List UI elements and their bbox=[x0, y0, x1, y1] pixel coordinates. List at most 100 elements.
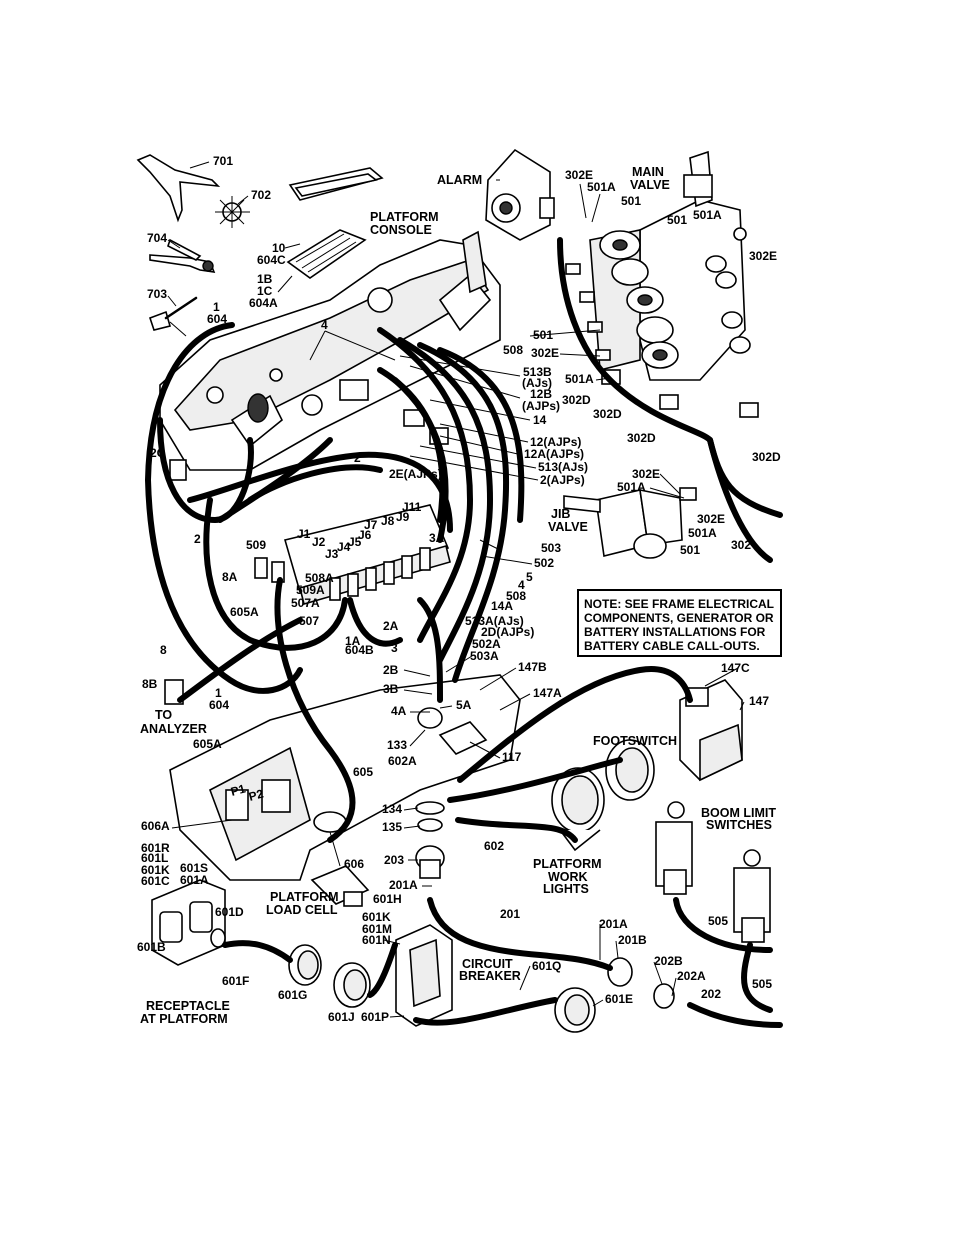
label-507: 507 bbox=[299, 614, 319, 628]
label-147a: 147A bbox=[533, 686, 562, 700]
callout-labels: 701 702 704 703 10 604C 1B 1C 604A 1 604… bbox=[137, 154, 781, 1026]
label-134: 134 bbox=[382, 802, 402, 816]
label-to-analyzer-1: TO bbox=[155, 708, 172, 722]
label-508: 508 bbox=[503, 343, 523, 357]
label-147c: 147C bbox=[721, 661, 750, 675]
label-j2: J2 bbox=[312, 535, 326, 549]
label-j8: J8 bbox=[381, 514, 395, 528]
label-8: 8 bbox=[160, 643, 167, 657]
label-601a: 601A bbox=[180, 873, 209, 887]
pin-tool-703 bbox=[148, 296, 198, 337]
boom-limit-switch-1 bbox=[655, 801, 693, 895]
label-501-a: 501 bbox=[621, 194, 641, 208]
label-2-ajps: 2(AJPs) bbox=[540, 473, 585, 487]
label-605a-b: 605A bbox=[193, 737, 222, 751]
ring-134 bbox=[415, 801, 445, 815]
label-601e: 601E bbox=[605, 992, 633, 1006]
label-601p: 601P bbox=[361, 1010, 389, 1024]
label-2-left: 2 bbox=[194, 532, 201, 546]
label-1b: 1B bbox=[257, 272, 273, 286]
label-4-top: 4 bbox=[321, 318, 328, 332]
label-12a-ajps: 12A(AJPs) bbox=[524, 447, 584, 461]
label-j5: J5 bbox=[348, 535, 362, 549]
label-604a: 604A bbox=[249, 296, 278, 310]
label-508-b: 508 bbox=[506, 589, 526, 603]
platform-console bbox=[159, 230, 501, 471]
connector-2c bbox=[169, 459, 187, 481]
label-501a-e: 501A bbox=[688, 526, 717, 540]
label-work-lights-2: WORK bbox=[548, 870, 588, 884]
label-302e-e: 302E bbox=[697, 512, 725, 526]
label-201a-b: 201A bbox=[599, 917, 628, 931]
label-117: 117 bbox=[502, 750, 522, 764]
label-703: 703 bbox=[147, 287, 167, 301]
label-601d: 601D bbox=[215, 905, 244, 919]
label-8b: 8B bbox=[142, 677, 158, 691]
label-4a: 4A bbox=[391, 704, 407, 718]
label-606: 606 bbox=[344, 857, 364, 871]
label-501a-a: 501A bbox=[587, 180, 616, 194]
label-main-valve-1: MAIN bbox=[632, 165, 664, 179]
label-platform-console-2: CONSOLE bbox=[370, 223, 432, 237]
console-cover bbox=[288, 167, 384, 201]
label-513-ajs: 513(AJs) bbox=[538, 460, 588, 474]
label-505-b: 505 bbox=[752, 977, 772, 991]
label-12b: 12B bbox=[530, 387, 552, 401]
label-2d-ajps: 2D(AJPs) bbox=[481, 625, 534, 639]
label-j4: J4 bbox=[337, 540, 351, 554]
label-604-low: 604 bbox=[209, 698, 229, 712]
label-12b-ajps: (AJPs) bbox=[522, 399, 560, 413]
receptacle-at-platform bbox=[151, 879, 226, 966]
label-302d-c: 302D bbox=[627, 431, 656, 445]
label-302e-d: 302E bbox=[632, 467, 660, 481]
label-main-valve-2: VALVE bbox=[630, 178, 670, 192]
leader-lines bbox=[167, 161, 745, 1018]
label-work-lights-1: PLATFORM bbox=[533, 857, 602, 871]
label-505-a: 505 bbox=[708, 914, 728, 928]
label-p2: P2 bbox=[247, 786, 265, 803]
label-601f: 601F bbox=[222, 974, 249, 988]
footswitch bbox=[679, 679, 743, 782]
label-601s: 601S bbox=[180, 861, 208, 875]
label-5a: 5A bbox=[456, 698, 472, 712]
label-work-lights-3: LIGHTS bbox=[543, 882, 589, 896]
platform-load-cell bbox=[310, 865, 370, 907]
label-8a: 8A bbox=[222, 570, 238, 584]
label-receptacle-1: RECEPTACLE bbox=[146, 999, 230, 1013]
label-2a: 2A bbox=[383, 619, 399, 633]
label-3: 3 bbox=[391, 641, 398, 655]
label-j6: J6 bbox=[358, 528, 372, 542]
label-502: 502 bbox=[534, 556, 554, 570]
label-j11: J11 bbox=[402, 500, 422, 514]
label-2b: 2B bbox=[383, 663, 399, 677]
label-135: 135 bbox=[382, 820, 402, 834]
switch-block bbox=[286, 229, 367, 279]
label-4-mid: 4 bbox=[518, 578, 525, 592]
label-201: 201 bbox=[500, 907, 520, 921]
label-1a: 1A bbox=[345, 634, 361, 648]
label-509: 509 bbox=[246, 538, 266, 552]
note-line-4: BATTERY CABLE CALL-OUTS. bbox=[584, 639, 760, 653]
label-503: 503 bbox=[541, 541, 561, 555]
ring-135 bbox=[417, 818, 443, 832]
label-302d-d: 302D bbox=[752, 450, 781, 464]
label-133: 133 bbox=[387, 738, 407, 752]
label-601b: 601B bbox=[137, 940, 166, 954]
label-302d-a: 302D bbox=[562, 393, 591, 407]
label-footswitch: FOOTSWITCH bbox=[593, 734, 677, 748]
label-502a: 502A bbox=[472, 637, 501, 651]
label-circuit-breaker-2: BREAKER bbox=[459, 969, 521, 983]
circuit-breaker bbox=[395, 924, 453, 1027]
label-147: 147 bbox=[749, 694, 769, 708]
label-2e-ajps: 2E(AJPs) bbox=[389, 467, 442, 481]
label-302d-b: 302D bbox=[593, 407, 622, 421]
label-601q: 601Q bbox=[532, 959, 561, 973]
jib-valve bbox=[563, 487, 697, 559]
label-147b: 147B bbox=[518, 660, 547, 674]
label-601k-b: 601K bbox=[362, 910, 391, 924]
label-to-analyzer-2: ANALYZER bbox=[140, 722, 207, 736]
wire-stripper-704 bbox=[149, 238, 216, 273]
label-12-ajps: 12(AJPs) bbox=[530, 435, 581, 449]
label-602: 602 bbox=[484, 839, 504, 853]
